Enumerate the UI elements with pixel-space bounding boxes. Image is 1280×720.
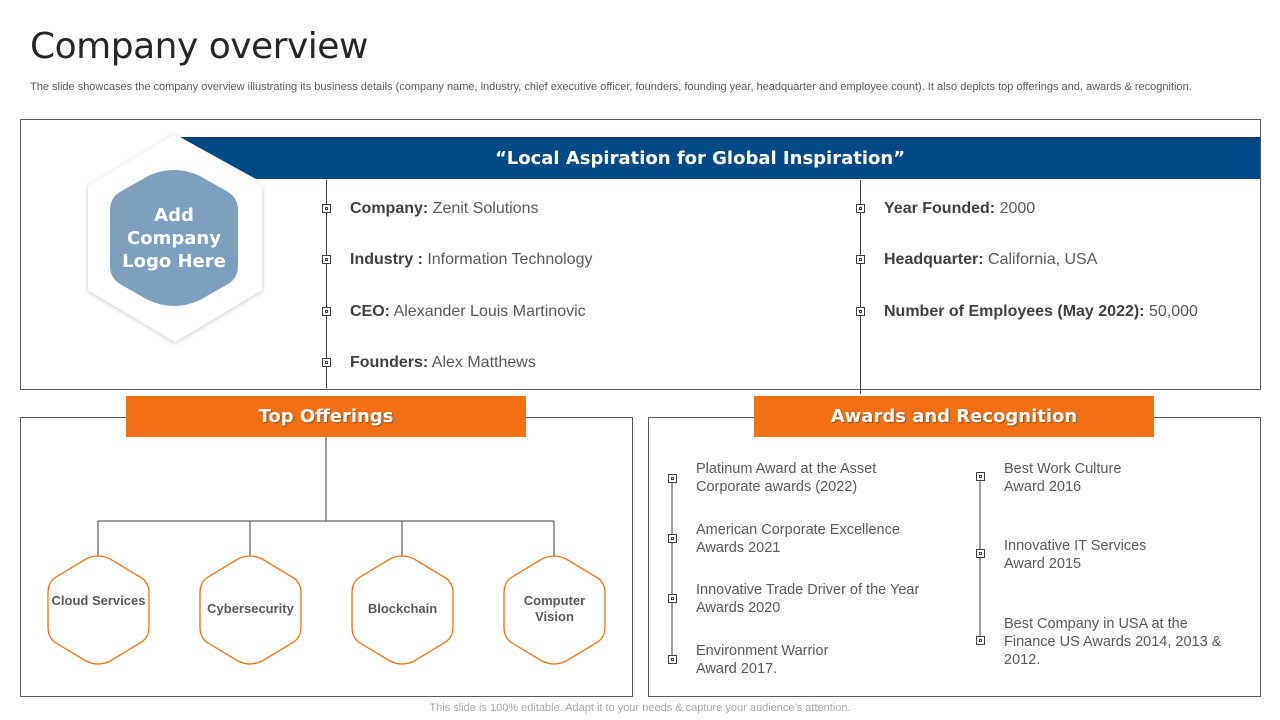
top-offerings-panel — [20, 417, 633, 697]
awards-panel — [648, 417, 1261, 697]
offering-blockchain: Blockchain — [367, 601, 438, 616]
award-item: Best Work Culture Award 2016 — [1004, 461, 1122, 495]
offering-computer-vision: Computer Vision — [523, 593, 586, 624]
bullet-marker — [668, 474, 677, 483]
detail-headquarter: Headquarter: California, USA — [884, 251, 1098, 268]
bullet-marker — [668, 655, 677, 664]
bullet-marker — [322, 307, 331, 316]
tagline: “Local Aspiration for Global Inspiration… — [494, 148, 906, 169]
bullet-marker — [976, 636, 985, 645]
bullet-marker — [322, 358, 331, 367]
bullet-marker — [976, 549, 985, 558]
page-subtitle: The slide showcases the company overview… — [30, 81, 1192, 93]
bullet-marker — [668, 534, 677, 543]
bullet-marker — [322, 204, 331, 213]
award-item: Innovative Trade Driver of the Year Awar… — [696, 582, 920, 616]
detail-ceo: CEO: Alexander Louis Martinovic — [350, 303, 586, 320]
bullet-marker — [322, 255, 331, 264]
top-offerings-heading: Top Offerings — [126, 396, 526, 437]
detail-year-founded: Year Founded: 2000 — [884, 200, 1036, 217]
award-item: American Corporate Excellence Awards 202… — [696, 522, 900, 556]
award-item: Innovative IT Services Award 2015 — [1004, 538, 1147, 572]
detail-founders: Founders: Alex Matthews — [350, 354, 536, 371]
bullet-marker — [856, 204, 865, 213]
footer-note: This slide is 100% editable. Adapt it to… — [429, 702, 851, 714]
award-item: Platinum Award at the Asset Corporate aw… — [696, 461, 877, 495]
offering-cybersecurity: Cybersecurity — [207, 601, 294, 616]
logo-placeholder-text: Add Company Logo Here — [122, 205, 226, 272]
page-title: Company overview — [30, 26, 368, 67]
detail-company: Company: Zenit Solutions — [350, 200, 539, 217]
left-details-timeline — [326, 180, 327, 388]
detail-industry: Industry : Information Technology — [350, 251, 593, 268]
bullet-marker — [856, 255, 865, 264]
bullet-marker — [976, 472, 985, 481]
award-item: Best Company in USA at the Finance US Aw… — [1004, 616, 1222, 668]
bullet-marker — [668, 594, 677, 603]
bullet-marker — [856, 307, 865, 316]
awards-heading: Awards and Recognition — [754, 396, 1154, 437]
right-details-timeline — [860, 180, 861, 394]
award-item: Environment Warrior Award 2017. — [696, 643, 829, 677]
detail-employees: Number of Employees (May 2022): 50,000 — [884, 303, 1198, 320]
offering-cloud-services: Cloud Services — [51, 593, 146, 608]
